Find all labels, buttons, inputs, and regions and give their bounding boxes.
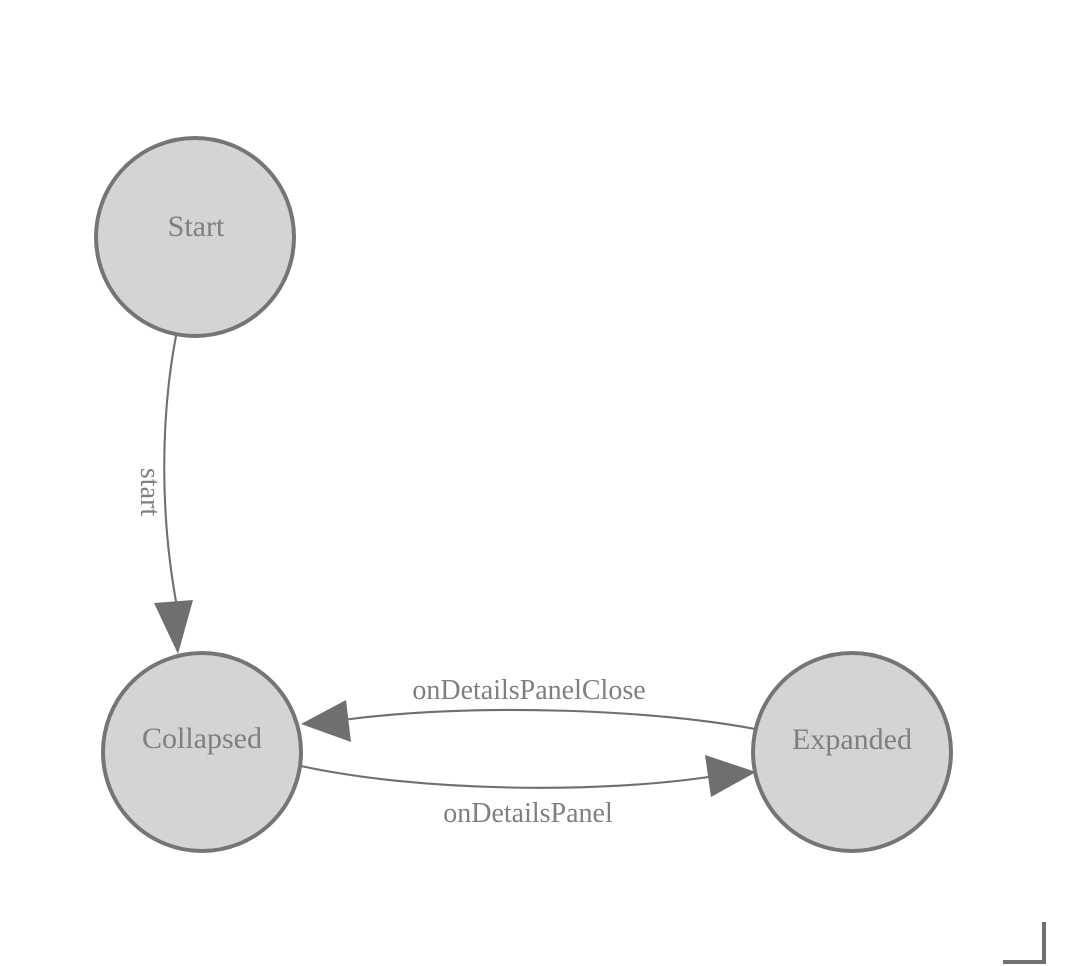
edge-collapsed-to-expanded-arrowhead [705,755,756,797]
edge-collapsed-to-expanded[interactable]: onDetailsPanel [300,755,756,829]
edge-start-to-collapsed-arrowhead [154,600,193,654]
node-start[interactable]: Start [94,136,296,338]
edge-label-on-details-panel: onDetailsPanel [443,798,613,829]
node-start-label: Start [168,210,225,243]
node-collapsed[interactable]: Collapsed [101,651,303,853]
edge-label-start: start [134,468,165,516]
node-collapsed-circle [101,651,303,853]
node-expanded[interactable]: Expanded [751,651,953,853]
edge-start-to-collapsed-path [163,335,180,613]
scroll-corner-mark-path [1003,922,1046,964]
node-expanded-circle [751,651,953,853]
edge-expanded-to-collapsed-path [341,708,761,732]
node-start-circle [94,136,296,338]
edge-expanded-to-collapsed[interactable]: onDetailsPanelClose [301,675,761,742]
node-expanded-label: Expanded [792,723,912,756]
edge-collapsed-to-expanded-path [300,764,716,789]
edge-label-on-details-panel-close: onDetailsPanelClose [412,675,645,706]
scroll-corner-mark [1003,922,1046,964]
node-collapsed-label: Collapsed [142,722,262,755]
edge-start-to-collapsed[interactable]: start [134,335,193,654]
edge-expanded-to-collapsed-arrowhead [301,700,351,742]
